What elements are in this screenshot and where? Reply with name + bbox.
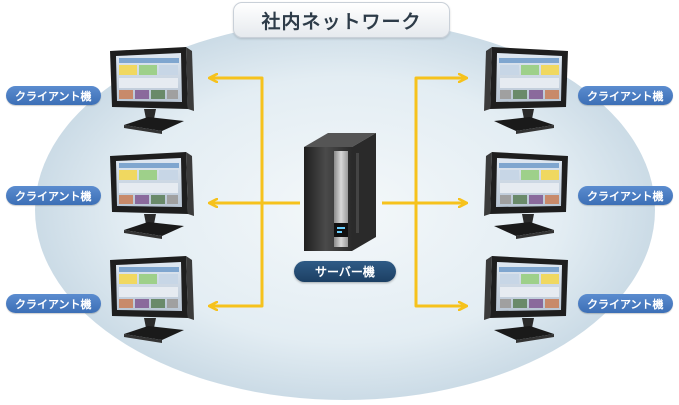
connection-arrow-right-bottom: [382, 201, 466, 306]
monitor-icon-right-top: [484, 47, 568, 134]
server-tower-icon: [304, 133, 376, 251]
connection-lines: [210, 78, 466, 306]
client-monitors: [110, 47, 568, 343]
monitor-icon-left-top: [110, 47, 194, 134]
client-label-right-top: クライアント機: [578, 86, 673, 105]
client-label-left-middle: クライアント機: [6, 186, 101, 205]
client-label-left-bottom: クライアント機: [6, 294, 101, 313]
client-label-right-bottom: クライアント機: [578, 294, 673, 313]
monitor-icon-right-middle: [484, 152, 568, 239]
client-label-left-top: クライアント機: [6, 86, 101, 105]
connection-arrow-left-bottom: [210, 201, 300, 306]
monitor-icon-right-bottom: [484, 256, 568, 343]
server-label: サーバー機: [294, 261, 396, 282]
monitor-icon-left-bottom: [110, 256, 194, 343]
network-title: 社内ネットワーク: [233, 2, 450, 38]
monitor-icon-left-middle: [110, 152, 194, 239]
client-label-right-middle: クライアント機: [578, 186, 673, 205]
